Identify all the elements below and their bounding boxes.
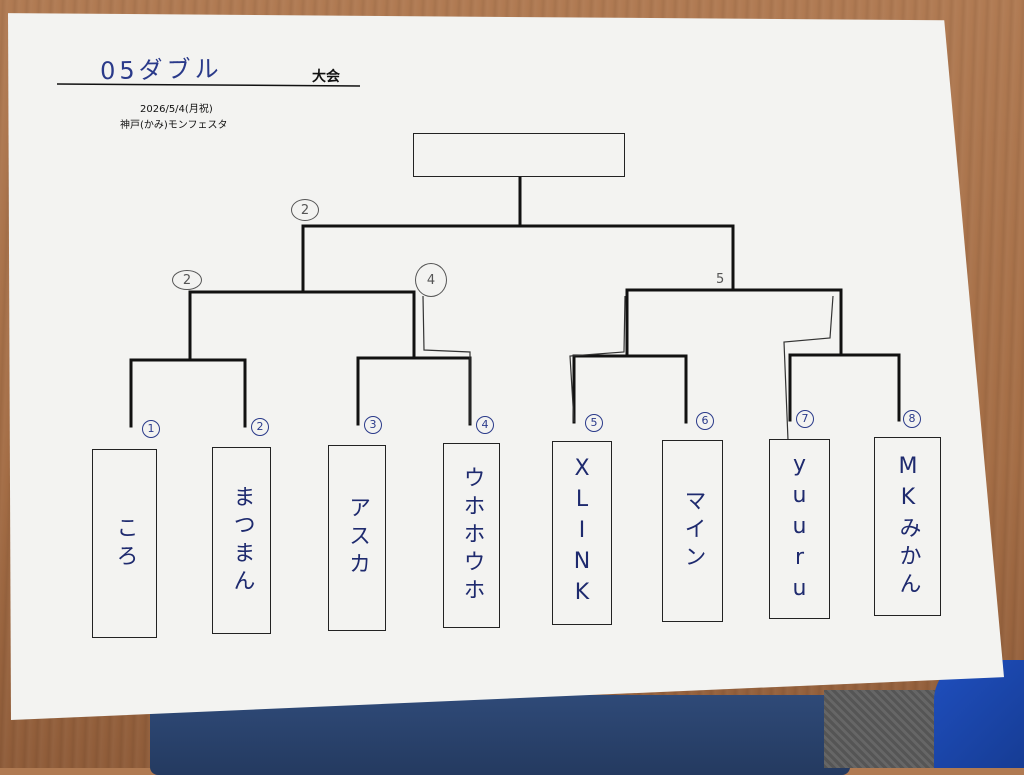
- player-box-8: MKみかん: [874, 437, 941, 616]
- player-name-6: マイン: [680, 489, 706, 573]
- seed-7: 7: [796, 410, 814, 428]
- win-mark-5: [569, 295, 626, 423]
- event-date: 2026/5/4(月祝): [140, 104, 213, 115]
- seed-1: 1: [142, 420, 160, 438]
- player-box-5: XLINK: [552, 441, 612, 625]
- player-box-7: yuuru: [769, 439, 830, 619]
- player-name-7: yuuru: [787, 451, 812, 607]
- seed-6: 6: [696, 412, 714, 430]
- player-name-2: まつまん: [229, 484, 255, 597]
- score-semi-right: 5: [716, 272, 725, 287]
- win-mark-7: [783, 295, 834, 441]
- event-title: 05ダブル: [99, 54, 223, 86]
- player-box-4: ウホホウホ: [443, 443, 500, 628]
- seed-2: 2: [251, 418, 269, 436]
- seed-5: 5: [585, 414, 603, 432]
- player-name-4: ウホホウホ: [459, 465, 485, 606]
- event-venue: 神戸(かみ)モンフェスタ: [120, 120, 228, 131]
- player-box-1: ころ: [92, 449, 157, 638]
- bracket-sheet: [8, 13, 1004, 720]
- seed-8: 8: [903, 410, 921, 428]
- player-box-3: アスカ: [328, 445, 386, 631]
- score-qf-mid-left: 4: [415, 263, 447, 297]
- player-box-6: マイン: [662, 440, 723, 622]
- player-name-3: アスカ: [345, 496, 370, 580]
- champion-box: [413, 133, 625, 177]
- player-box-2: まつまん: [212, 447, 271, 634]
- score-semi-left: 2: [172, 270, 202, 290]
- player-name-1: ころ: [112, 515, 138, 572]
- player-name-5: XLINK: [569, 455, 595, 611]
- seed-4: 4: [476, 416, 494, 434]
- event-title-suffix: 大会: [312, 69, 340, 85]
- seed-3: 3: [364, 416, 382, 434]
- title-underline: [56, 83, 361, 87]
- score-final-left: 2: [291, 199, 319, 221]
- win-mark-4: [422, 295, 471, 424]
- player-name-8: MKみかん: [895, 453, 921, 600]
